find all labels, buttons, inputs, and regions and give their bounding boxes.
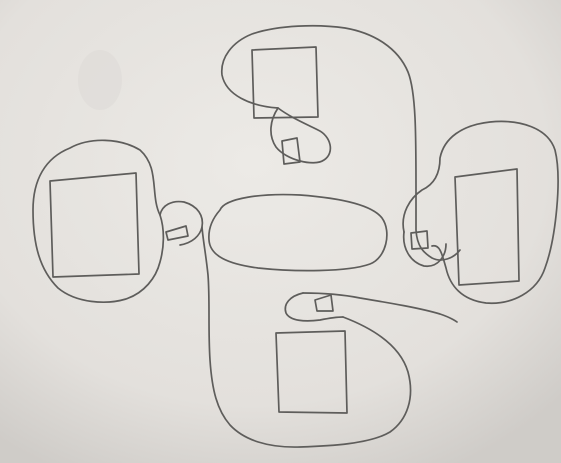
paper-smudge bbox=[78, 50, 122, 110]
